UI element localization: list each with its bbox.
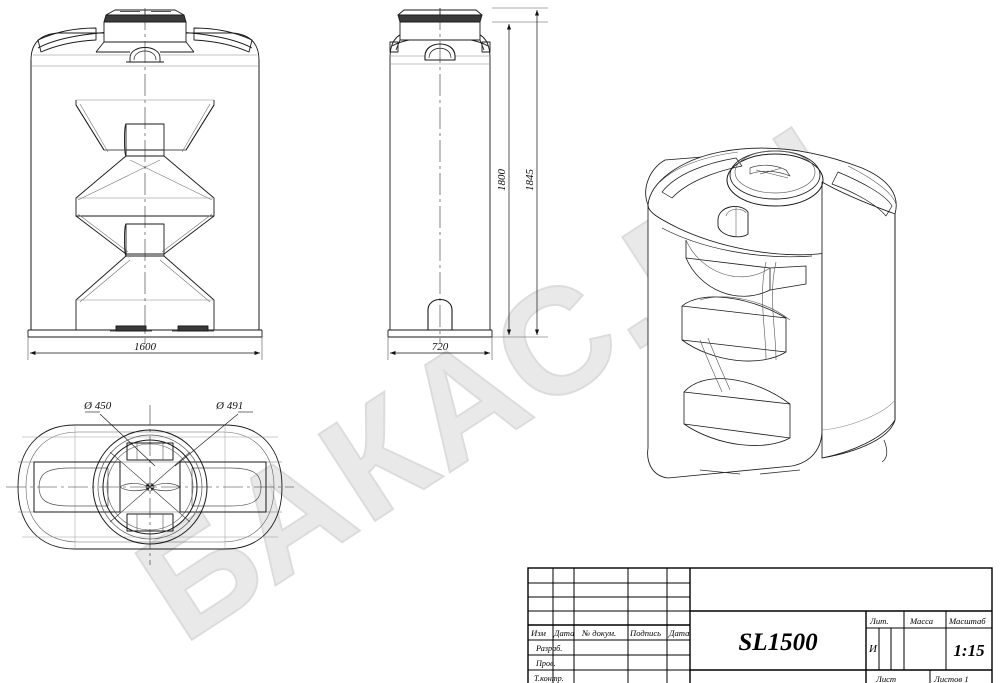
tb-role-tkontr: Т.контр. (534, 674, 564, 683)
tb-sheets-label: Листов 1 (933, 674, 969, 683)
dimension-label-dia-450: Ø 450 (83, 400, 112, 412)
tb-lit-value: И (868, 643, 878, 655)
tb-col-izm: Изм (530, 628, 546, 638)
dimension-label-720: 720 (432, 341, 449, 353)
iso-view (645, 147, 897, 479)
tb-col-data2: Дата (668, 628, 689, 638)
tb-mass-label: Масса (909, 616, 933, 626)
dimension-label-dia-491: Ø 491 (215, 400, 243, 412)
top-view (6, 405, 294, 565)
tb-col-podpis: Подпись (629, 628, 661, 638)
tb-role-razrab: Разраб. (535, 644, 562, 653)
dimension-label-1600: 1600 (134, 341, 157, 353)
tb-role-prov: Пров. (535, 659, 556, 668)
side-view (387, 8, 493, 344)
dimension-label-1800: 1800 (496, 169, 508, 192)
dimension-1600 (27, 337, 263, 360)
tb-scale-value: 1:15 (953, 641, 985, 660)
diameter-leaders (85, 411, 253, 467)
tb-sheet-label: Лист (875, 674, 896, 683)
tb-col-dokum: № докум. (581, 628, 616, 638)
dimension-vertical-group (492, 7, 548, 338)
tb-designation: SL1500 (738, 629, 818, 656)
dimension-720 (387, 337, 493, 360)
tb-col-data1: Дата (553, 628, 574, 638)
tb-lit-label: Лит. (869, 616, 889, 626)
dimension-label-1845: 1845 (524, 169, 536, 192)
tb-scale-label: Масштаб (948, 616, 986, 626)
front-view (27, 8, 263, 344)
